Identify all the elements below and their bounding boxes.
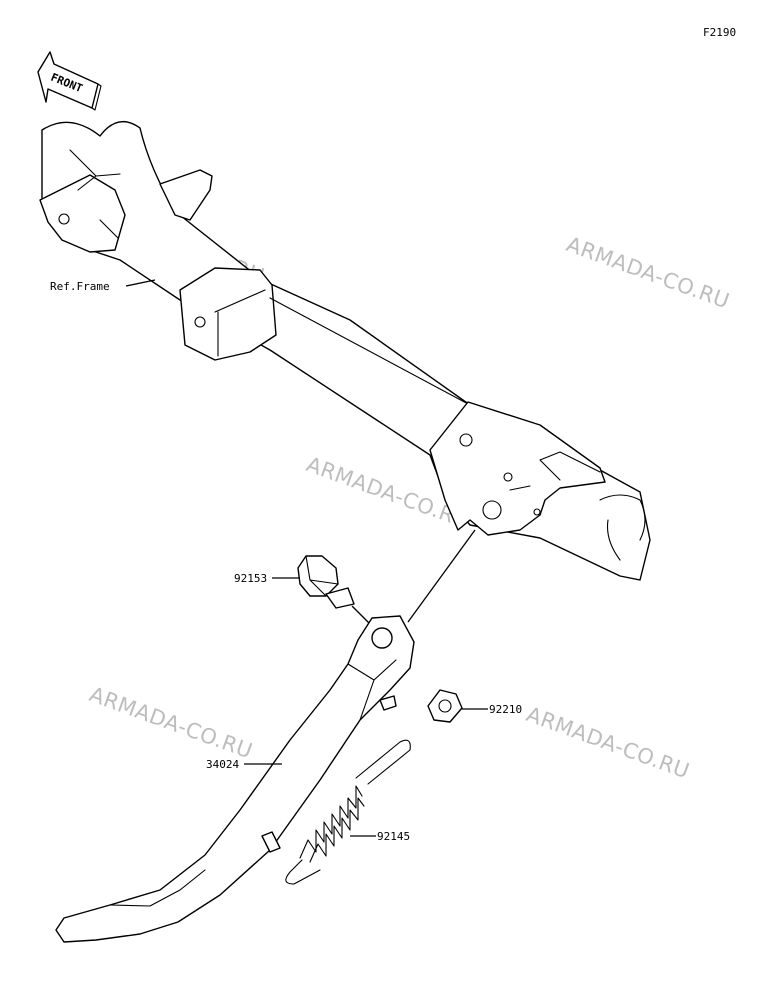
diagram-code: F2190 <box>703 26 736 39</box>
side-stand-label: 34024 <box>206 758 239 771</box>
side-stand-part <box>55 615 415 943</box>
watermark-5: ARMADA-CO.RU <box>523 702 693 783</box>
front-arrow-icon: FRONT <box>37 51 102 111</box>
ref-frame-label: Ref.Frame <box>50 280 110 293</box>
watermark-1: ARMADA-CO.RU <box>563 232 733 313</box>
watermark-4: ARMADA-CO.RU <box>86 682 256 763</box>
nut-label: 92210 <box>489 703 522 716</box>
nut-part <box>427 689 463 723</box>
bolt-part <box>297 555 355 609</box>
bolt-label: 92153 <box>234 572 267 585</box>
spring-part <box>285 739 411 885</box>
frame-drawing <box>39 120 651 581</box>
spring-label: 92145 <box>377 830 410 843</box>
assembly-line <box>407 529 476 623</box>
